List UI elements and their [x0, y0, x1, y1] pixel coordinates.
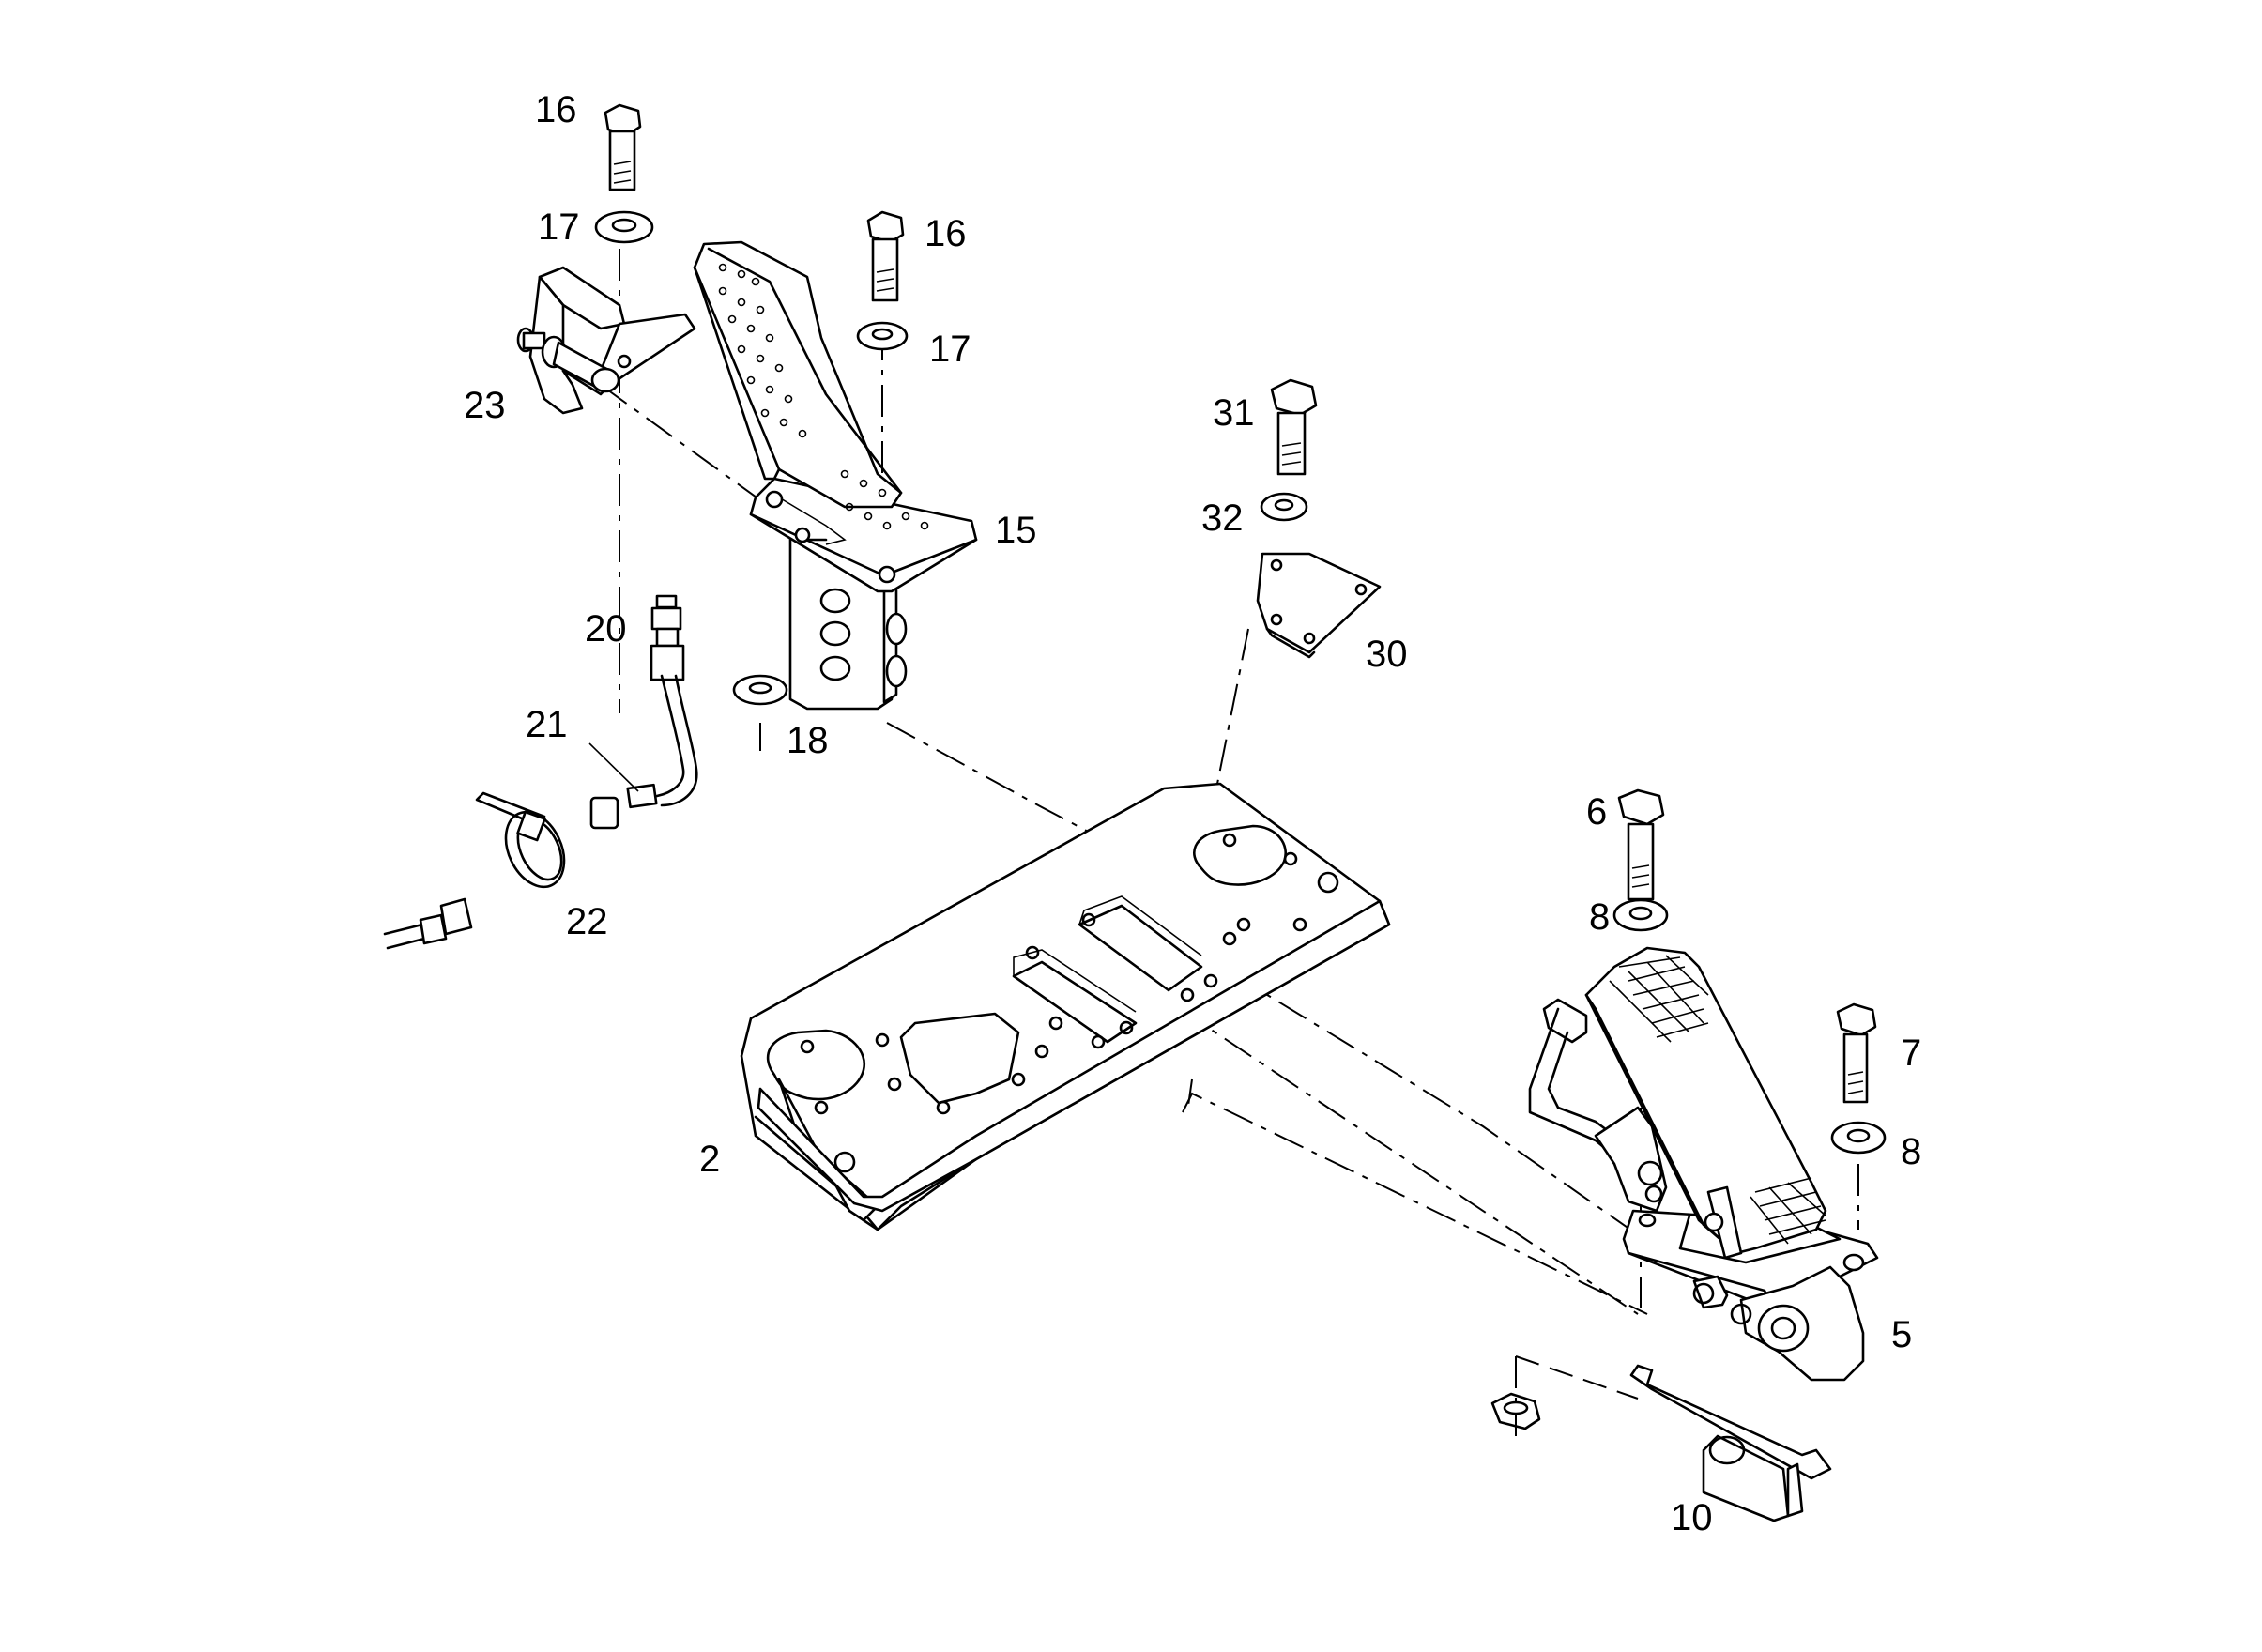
tie-wrap-part-22: [475, 791, 566, 889]
callout-31: 31: [1213, 392, 1255, 434]
callout-20: 20: [585, 608, 627, 650]
washer-17-right: [856, 321, 909, 351]
hose-part-21: [588, 674, 698, 830]
callouts: 16 17 16 17 23 15 31 32 30 20 21 18 22 6…: [464, 89, 1921, 1538]
bolt-7: [1836, 1002, 1877, 1104]
callout-7: 7: [1901, 1032, 1921, 1074]
bolt-6: [1617, 788, 1665, 901]
callout-6: 6: [1586, 791, 1607, 833]
washer-17-left: [594, 210, 654, 244]
callout-17-right: 17: [929, 329, 971, 370]
footrest-bracket-part-15: [693, 240, 978, 711]
callout-10: 10: [1671, 1497, 1713, 1538]
callout-32: 32: [1201, 497, 1244, 539]
connector-part-22: [383, 897, 473, 950]
washer-18: [732, 674, 788, 706]
base-plate-part-2: [740, 782, 1391, 1231]
callout-16-right: 16: [925, 213, 967, 254]
callout-22: 22: [566, 901, 608, 942]
hose-fitting-part-20: [650, 594, 685, 681]
callout-17-left: 17: [538, 206, 580, 248]
callout-15: 15: [995, 510, 1037, 551]
plate-part-30: [1256, 552, 1382, 659]
bolt-16-right: [866, 210, 905, 302]
bolt-31: [1270, 378, 1318, 476]
callout-30: 30: [1366, 634, 1408, 675]
washer-32: [1260, 492, 1308, 522]
callout-8-right: 8: [1901, 1131, 1921, 1172]
pedal-part-5: [1528, 946, 1879, 1382]
clamp-part-23: [516, 266, 696, 415]
nut-part-10: [1490, 1392, 1541, 1430]
callout-23: 23: [464, 385, 506, 426]
callout-8-left: 8: [1589, 896, 1610, 938]
callout-21: 21: [526, 704, 568, 745]
callout-2: 2: [699, 1139, 720, 1180]
washer-8-left: [1612, 898, 1669, 932]
bolt-16-left: [604, 103, 642, 191]
callout-16-left: 16: [535, 89, 577, 130]
callout-18: 18: [787, 720, 829, 761]
callout-5: 5: [1891, 1314, 1912, 1355]
washer-8-right: [1830, 1121, 1887, 1155]
mounting-plate-part-10: [1629, 1364, 1832, 1522]
